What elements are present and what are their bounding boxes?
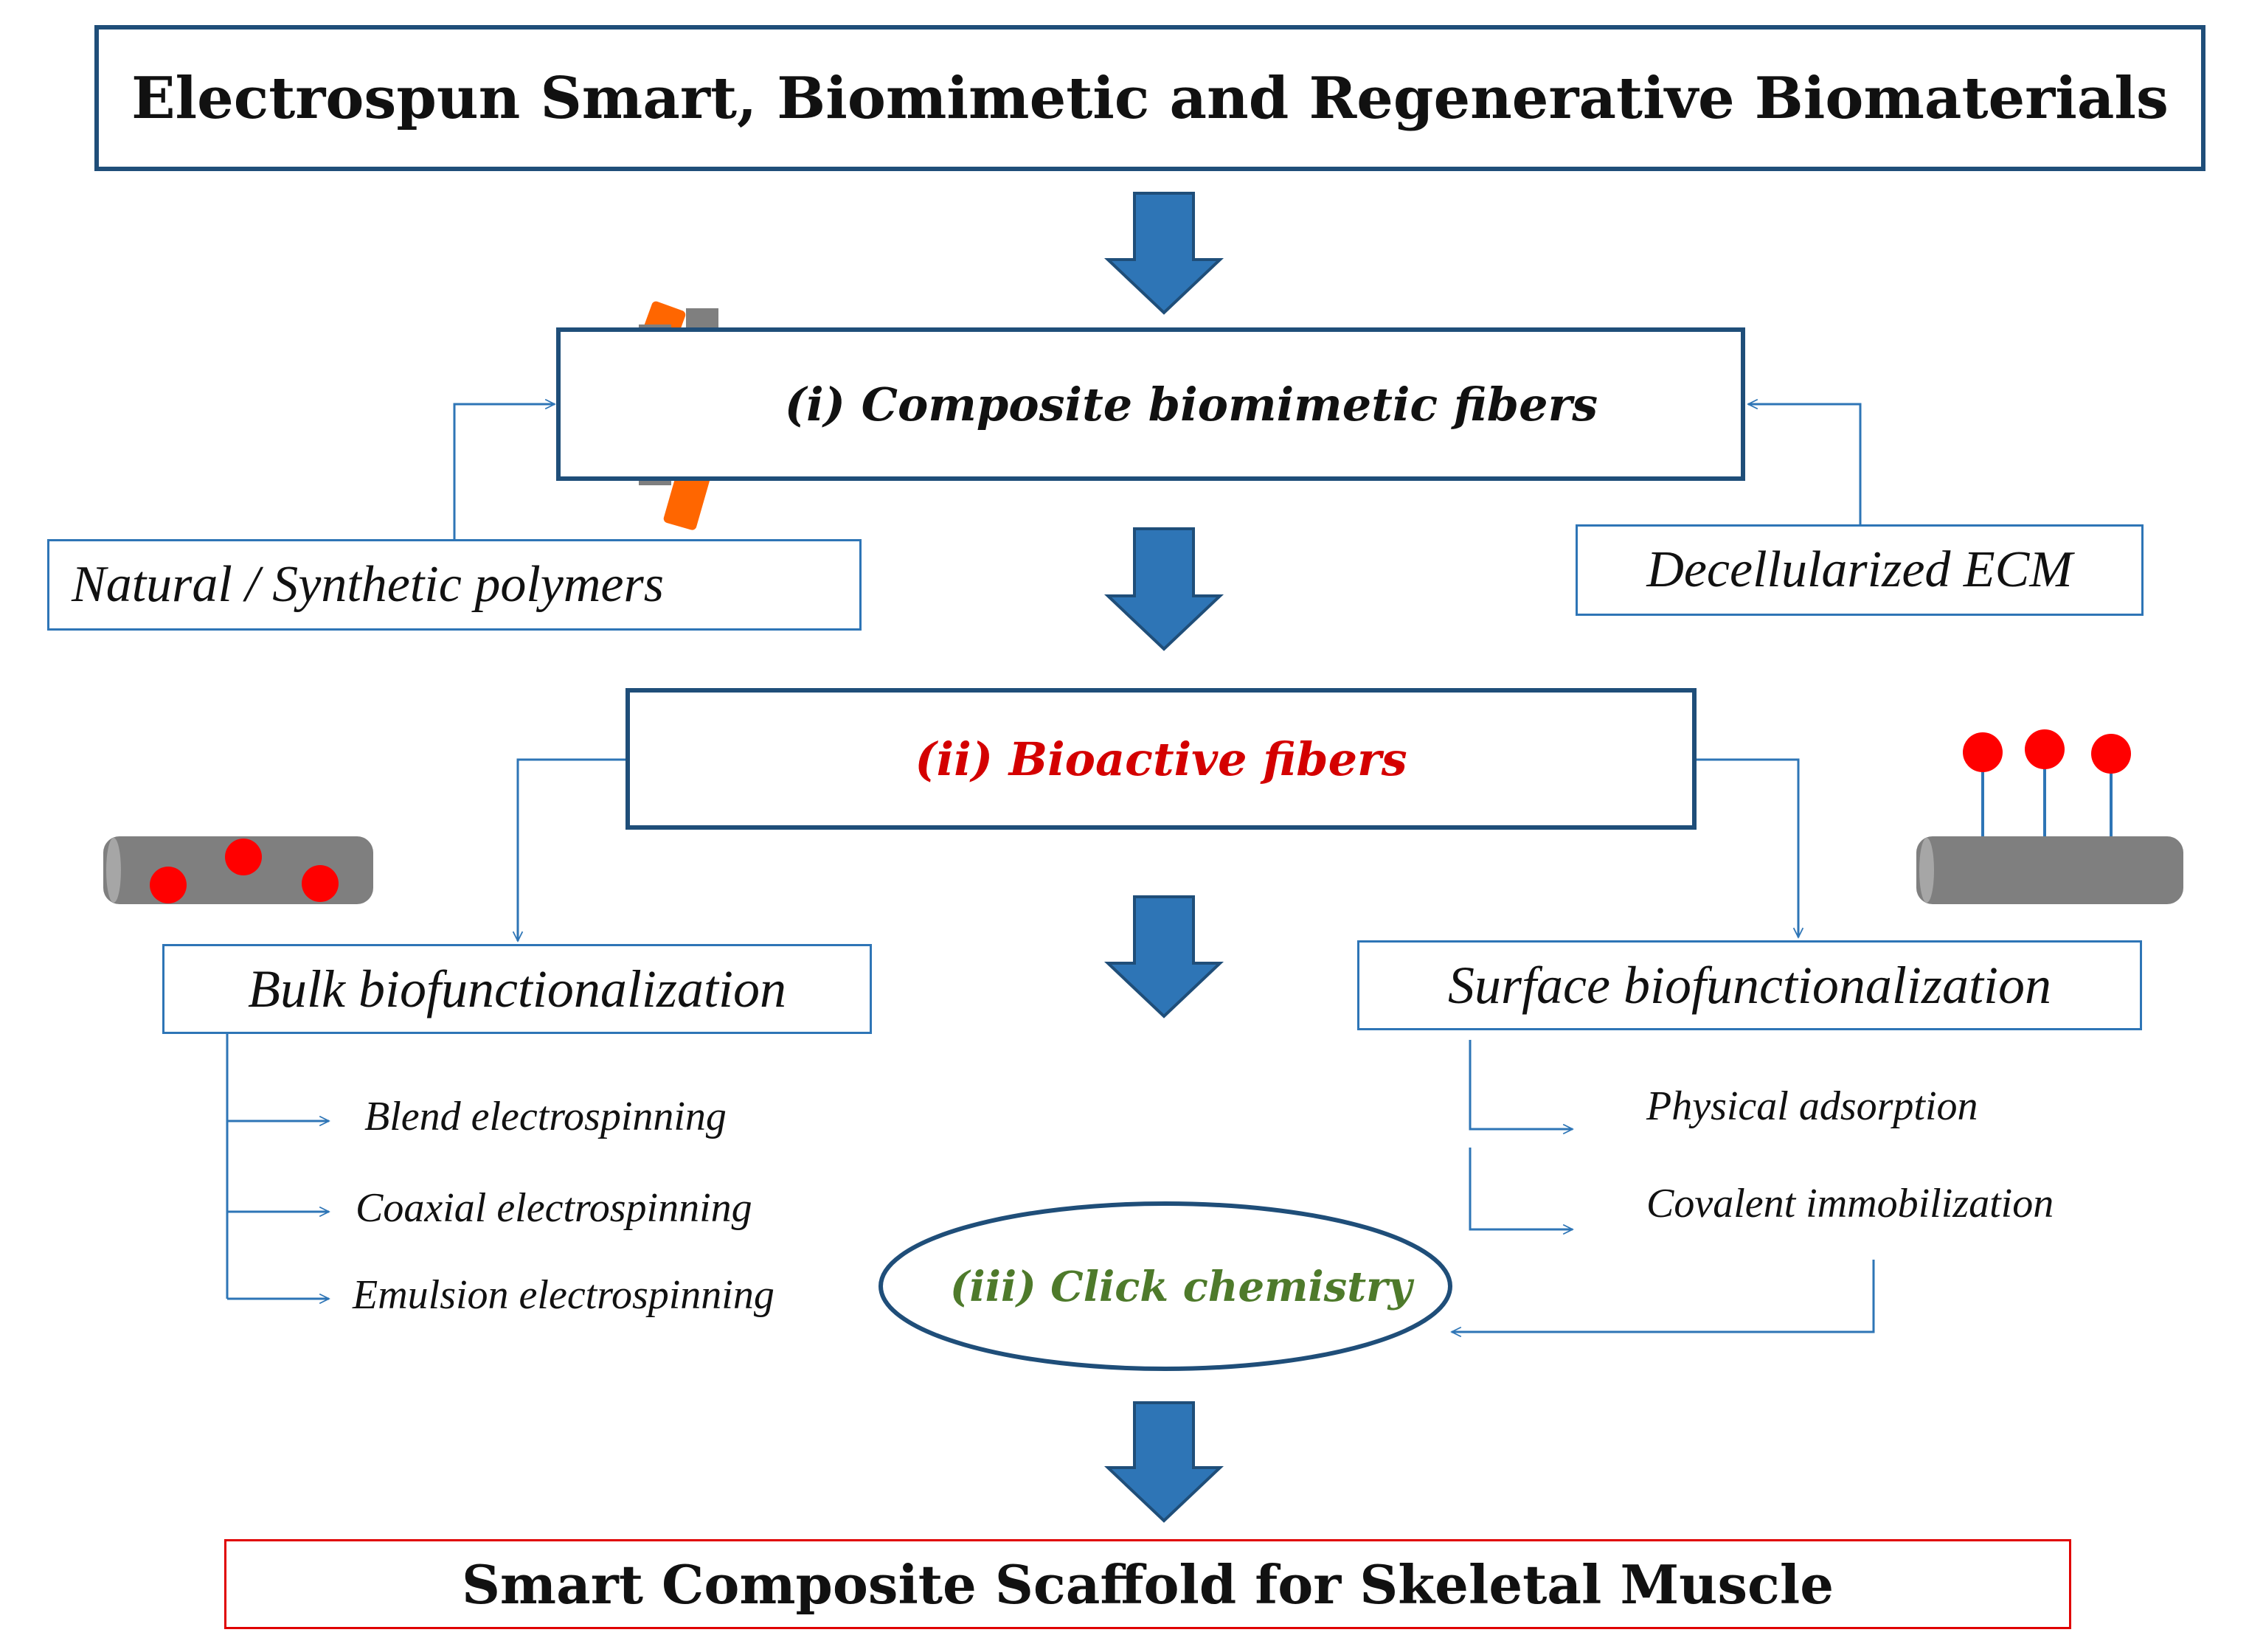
connector-covalent-to-click xyxy=(1452,1260,1875,1332)
title-text: Electrospun Smart, Biomimetic and Regene… xyxy=(131,64,2169,132)
decellularized-ecm-box: Decellularized ECM xyxy=(1576,524,2144,616)
bulk-method-emulsion: Emulsion electrospinning xyxy=(353,1272,774,1318)
bulk-method-coaxial: Coaxial electrospinning xyxy=(356,1185,752,1231)
title-box: Electrospun Smart, Biomimetic and Regene… xyxy=(94,25,2205,171)
surface-method-physical: Physical adsorption xyxy=(1646,1083,1978,1129)
bioactive-fibers-box: (ii) Bioactive fibers xyxy=(626,688,1697,830)
down-arrow-2 xyxy=(1103,527,1224,651)
bulk-fiber-icon xyxy=(103,836,373,904)
bioactive-fibers-text: (ii) Bioactive fibers xyxy=(915,732,1407,786)
composite-fibers-box: (i) Composite biomimetic fibers xyxy=(556,327,1745,481)
composite-fibers-text: (i) Composite biomimetic fibers xyxy=(784,377,1598,431)
click-chemistry-text: (iii) Click chemistry xyxy=(949,1263,1413,1311)
down-arrow-1 xyxy=(1103,192,1224,315)
connector-surface-branch-1 xyxy=(1469,1040,1573,1129)
surface-method-covalent: Covalent immobilization xyxy=(1646,1181,2054,1226)
bulk-biofunctionalization-text: Bulk biofunctionalization xyxy=(248,959,786,1018)
natural-synthetic-text: Natural / Synthetic polymers xyxy=(72,556,664,613)
bulk-method-blend: Blend electrospinning xyxy=(364,1094,727,1139)
connector-bioactive-to-surface xyxy=(1697,758,1798,937)
decellularized-ecm-text: Decellularized ECM xyxy=(1646,541,2073,598)
surface-fiber-icon xyxy=(1916,729,2183,904)
final-scaffold-text: Smart Composite Scaffold for Skeletal Mu… xyxy=(461,1552,1834,1616)
connector-natural-to-composite xyxy=(453,404,555,539)
down-arrow-3 xyxy=(1103,895,1224,1018)
click-chemistry-ellipse xyxy=(879,1201,1452,1371)
natural-synthetic-box: Natural / Synthetic polymers xyxy=(47,539,862,631)
surface-biofunctionalization-text: Surface biofunctionalization xyxy=(1448,955,2051,1015)
connector-bioactive-to-bulk xyxy=(518,758,626,941)
connector-surface-branch-2 xyxy=(1469,1148,1573,1229)
down-arrow-4 xyxy=(1103,1401,1224,1523)
connector-ecm-to-composite xyxy=(1748,404,1862,524)
surface-biofunctionalization-box: Surface biofunctionalization xyxy=(1357,940,2142,1030)
final-scaffold-box: Smart Composite Scaffold for Skeletal Mu… xyxy=(224,1539,2071,1629)
bulk-biofunctionalization-box: Bulk biofunctionalization xyxy=(162,944,872,1034)
